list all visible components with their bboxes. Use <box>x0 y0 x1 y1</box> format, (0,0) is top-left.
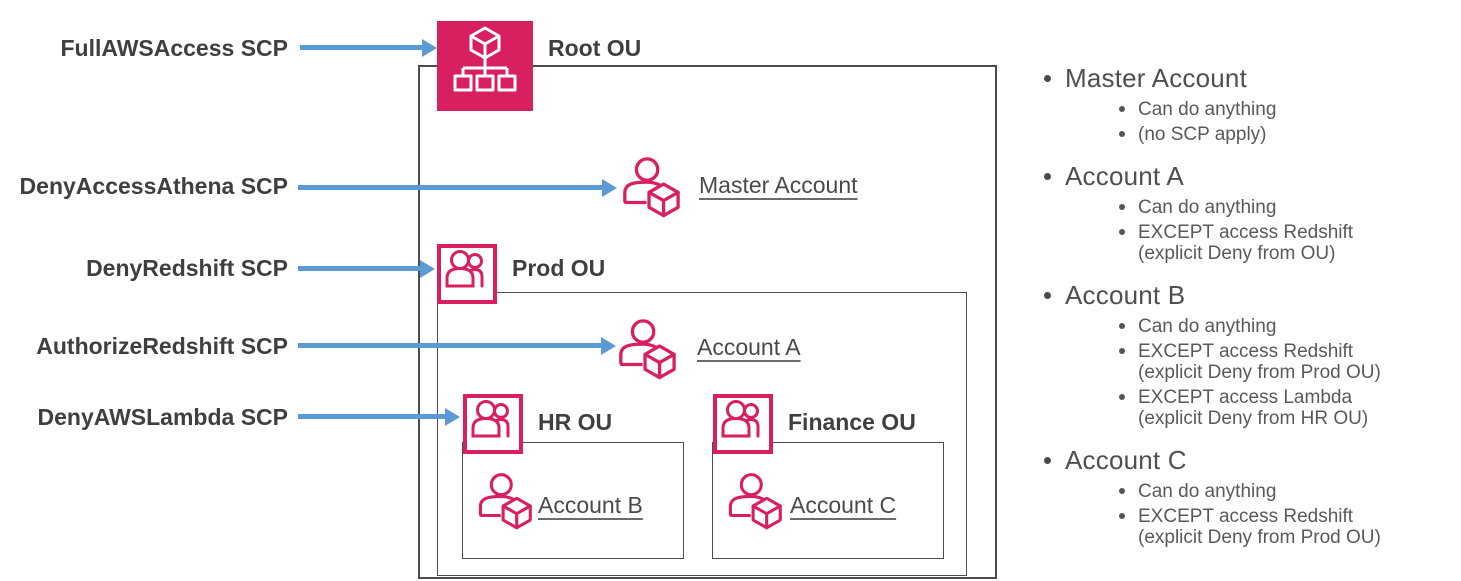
prod-ou-label: Prod OU <box>512 255 606 281</box>
note-item-text: EXCEPT access Redshift <box>1138 222 1354 243</box>
note-title-text: Account B <box>1065 280 1186 310</box>
finance-ou-icon <box>713 394 773 454</box>
hr-ou-icon <box>463 394 523 454</box>
bullet-icon <box>1119 106 1125 112</box>
note-item: (no SCP apply) <box>1040 124 1455 145</box>
note-title: Account A <box>1040 161 1455 191</box>
account-a-icon <box>619 319 676 380</box>
finance-ou-box <box>712 442 944 559</box>
account-c-icon <box>728 473 782 530</box>
note-item-text: (no SCP apply) <box>1138 124 1267 145</box>
note-group-master-account: Master Account Can do anything (no SCP a… <box>1040 63 1455 145</box>
note-item-text: Can do anything <box>1138 99 1277 120</box>
note-title: Master Account <box>1040 63 1455 93</box>
account-c-label: Account C <box>790 492 897 518</box>
note-item-note: (explicit Deny from Prod OU) <box>1138 527 1381 548</box>
finance-ou-label: Finance OU <box>788 409 916 435</box>
bullet-icon <box>1044 457 1051 464</box>
bullet-icon <box>1119 488 1125 494</box>
bullet-icon <box>1044 292 1051 299</box>
bullet-icon <box>1119 394 1125 400</box>
note-title-text: Account C <box>1065 445 1187 475</box>
note-group-account-a: Account A Can do anything EXCEPT access … <box>1040 161 1455 264</box>
note-title-text: Master Account <box>1065 63 1247 93</box>
note-item: Can do anything <box>1040 99 1455 120</box>
note-group-account-c: Account C Can do anything EXCEPT access … <box>1040 445 1455 548</box>
note-item: EXCEPT access Redshift(explicit Deny fro… <box>1040 506 1455 548</box>
scp-label-authorizeredshift: AuthorizeRedshift SCP <box>36 333 288 359</box>
note-title-text: Account A <box>1065 161 1184 191</box>
note-item-text: Can do anything <box>1138 316 1277 337</box>
note-item: Can do anything <box>1040 197 1455 218</box>
bullet-icon <box>1119 229 1125 235</box>
note-item-note: (explicit Deny from OU) <box>1138 243 1336 264</box>
note-item: EXCEPT access Redshift(explicit Deny fro… <box>1040 341 1455 383</box>
note-item: Can do anything <box>1040 316 1455 337</box>
prod-ou-icon <box>437 244 497 304</box>
arrow-authorizeredshift-to-account-a <box>298 336 616 355</box>
note-item-text: EXCEPT access Redshift <box>1138 341 1354 362</box>
scp-label-denyredshift: DenyRedshift SCP <box>86 255 288 281</box>
arrow-denyawslambda-to-hr-ou <box>298 407 460 426</box>
bullet-icon <box>1119 323 1125 329</box>
master-account-icon <box>623 157 680 218</box>
hr-ou-box <box>462 442 684 559</box>
note-group-account-b: Account B Can do anything EXCEPT access … <box>1040 280 1455 429</box>
arrow-denyaccessathena-to-master-account <box>298 178 617 197</box>
hr-ou-label: HR OU <box>538 409 613 435</box>
note-item-note: (explicit Deny from Prod OU) <box>1138 362 1381 383</box>
note-item-text: EXCEPT access Lambda <box>1138 387 1353 408</box>
notes-panel: Master Account Can do anything (no SCP a… <box>1040 63 1455 564</box>
note-item: EXCEPT access Redshift(explicit Deny fro… <box>1040 222 1455 264</box>
note-item: Can do anything <box>1040 481 1455 502</box>
account-b-icon <box>478 473 532 530</box>
arrow-denyredshift-to-prod-ou <box>298 259 435 278</box>
note-item-note: (explicit Deny from HR OU) <box>1138 408 1369 429</box>
note-title: Account B <box>1040 280 1455 310</box>
arrow-fullawsaccess-to-root-ou <box>300 38 437 57</box>
scp-label-fullawsaccess: FullAWSAccess SCP <box>60 35 288 61</box>
note-title: Account C <box>1040 445 1455 475</box>
note-item: EXCEPT access Lambda(explicit Deny from … <box>1040 387 1455 429</box>
bullet-icon <box>1119 131 1125 137</box>
master-account-label: Master Account <box>699 172 858 198</box>
bullet-icon <box>1044 173 1051 180</box>
note-item-text: EXCEPT access Redshift <box>1138 506 1354 527</box>
bullet-icon <box>1119 204 1125 210</box>
account-a-label: Account A <box>697 334 801 360</box>
note-item-text: Can do anything <box>1138 481 1277 502</box>
bullet-icon <box>1119 348 1125 354</box>
account-b-label: Account B <box>538 492 643 518</box>
root-ou-label: Root OU <box>548 35 642 61</box>
scp-label-denyaccessathena: DenyAccessAthena SCP <box>19 173 288 199</box>
bullet-icon <box>1044 75 1051 82</box>
organizations-icon <box>437 21 533 111</box>
scp-label-denyawslambda: DenyAWSLambda SCP <box>37 404 289 430</box>
bullet-icon <box>1119 513 1125 519</box>
note-item-text: Can do anything <box>1138 197 1277 218</box>
